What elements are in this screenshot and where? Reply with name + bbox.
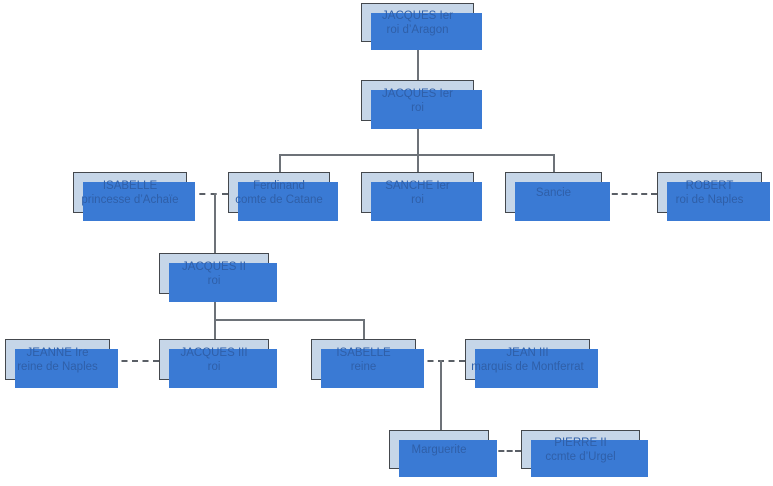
node-jacques1-roi[interactable]: JACQUES Ier roi [361, 80, 482, 129]
marriage-marguerite-pierre2 [490, 450, 521, 452]
node-sancie[interactable]: Sancie [505, 172, 610, 221]
node-shadow [238, 182, 338, 221]
node-shadow [667, 182, 770, 221]
connector-jacques1roi-stem [417, 121, 419, 155]
connector-bus-to-sancie [553, 154, 555, 172]
node-jeanne1-reine-de-naples[interactable]: JEANNE Ire reine de Naples [5, 339, 118, 388]
node-shadow [531, 440, 648, 477]
marriage-sancie-robert [602, 193, 657, 195]
node-shadow [83, 182, 195, 221]
connector-isabelle-jean3-to-marguerite [440, 360, 442, 430]
node-shadow [371, 182, 482, 221]
node-shadow [371, 13, 482, 50]
node-jean3-marquis-de-montferrat[interactable]: JEAN III marquis de Montferrat [465, 339, 598, 388]
node-jacques3[interactable]: JACQUES III roi [159, 339, 277, 388]
connector-bus-to-jacques3 [214, 319, 216, 339]
node-isabelle-princesse-achaie[interactable]: ISABELLE princesse d’Achaïe [73, 172, 195, 221]
node-jacques1-aragon[interactable]: JACQUES Ier roi d’Aragon [361, 3, 482, 50]
node-shadow [371, 90, 482, 129]
connector-generation2-bus [279, 154, 554, 156]
connector-jacques1aragon-to-jacques1roi [417, 42, 419, 80]
node-marguerite[interactable]: Marguerite [389, 430, 497, 477]
node-shadow [475, 349, 598, 388]
node-pierre2-comte-urgel[interactable]: PIERRE II ccmte d’Urgel [521, 430, 648, 477]
connector-bus-to-ferdinand [279, 154, 281, 172]
marriage-isabelle-achaie-ferdinand [188, 193, 228, 195]
node-jacques2[interactable]: JACQUES II roi [159, 253, 277, 302]
node-shadow [169, 263, 277, 302]
node-robert-roi-de-naples[interactable]: ROBERT roi de Naples [657, 172, 770, 221]
node-shadow [169, 349, 277, 388]
node-sanche1[interactable]: SANCHE Ier roi [361, 172, 482, 221]
connector-bus-to-isabelle-reine [363, 319, 365, 339]
connector-generation4-bus [214, 319, 364, 321]
marriage-jeanne1-jacques3 [111, 360, 159, 362]
node-isabelle-reine[interactable]: ISABELLE reine [311, 339, 424, 388]
node-shadow [515, 182, 610, 221]
node-shadow [321, 349, 424, 388]
node-shadow [15, 349, 118, 388]
connector-bus-to-sanche1 [417, 154, 419, 172]
connector-isabelle-ferdinand-to-jacques2 [214, 193, 216, 253]
node-ferdinand-comte-de-catane[interactable]: Ferdinand comte de Catane [228, 172, 338, 221]
connector-jacques2-stem [214, 294, 216, 320]
node-shadow [399, 440, 497, 477]
